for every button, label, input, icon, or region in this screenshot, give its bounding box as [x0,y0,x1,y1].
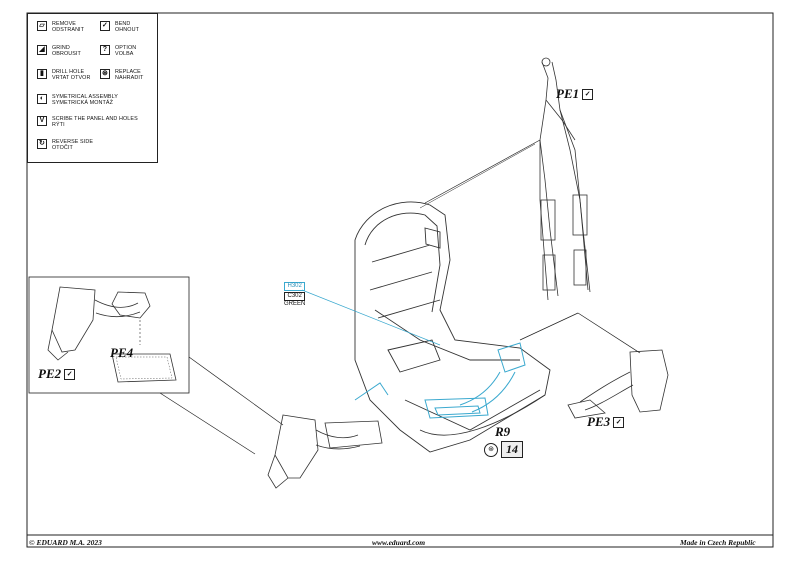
bend-icon: ✓ [100,21,110,31]
part-code: PE1 [556,86,580,101]
part-code: PE4 [110,345,134,360]
color-name: GREEN [284,301,306,307]
legend-label-cz: OBROUSIT [52,51,81,58]
part-label-pe2: PE2 ✓ [38,366,76,382]
remove-icon: ▱ [37,21,47,31]
legend-label: SCRIBE THE PANEL AND HOLES [52,116,138,122]
footer-website[interactable]: www.eduard.com [372,538,426,547]
legend-label-cz: RÝTI [52,122,65,129]
legend-label-cz: OHNOUT [115,27,139,34]
bend-icon: ✓ [64,368,76,380]
legend-label: BEND [115,21,131,27]
scribe-icon: V [37,116,47,126]
legend-label: DRILL HOLE [52,69,85,75]
legend-label-cz: OTOČIT [52,145,73,152]
legend-label-cz: SYMETRICKÁ MONTÁŽ [52,100,113,107]
legend-label: REVERSE SIDE [52,139,94,145]
replace-icon: ⊛ [484,442,498,457]
replace-icon: ⊛ [100,69,110,79]
legend-label-cz: ODSTRANIT [52,27,85,34]
legend-label-cz: NAHRADIT [115,75,144,82]
pe3-strap [567,349,669,419]
pe2-installed-strap [267,414,383,489]
part-code: PE2 [38,366,62,381]
r9-replace-callout: ⊛ 14 [484,441,523,458]
legend-label: GRIND [52,45,70,51]
symmetrical-icon: ◐ [37,94,47,104]
seat-body [354,201,551,453]
r9-part-number: 14 [501,441,523,458]
pe1-harness [539,57,591,301]
green-highlight-parts [301,289,526,419]
bend-icon: ✓ [582,88,594,100]
grind-icon: ◢ [37,45,47,55]
legend-label: SYMETRICAL ASSEMBLY [52,94,119,100]
detail-inset [28,276,284,455]
legend-label-cz: VOLBA [115,51,134,58]
legend-label-cz: VRTAT OTVOR [52,75,91,82]
legend-label: REMOVE [52,21,76,27]
bend-icon: ✓ [613,416,625,428]
color-code-c: C302 [284,292,306,301]
legend-label: OPTION [115,45,137,51]
part-label-pe1: PE1 ✓ [556,86,594,102]
legend-label: REPLACE [115,69,141,75]
part-label-r9: R9 [495,424,511,439]
footer-origin: Made in Czech Republic [680,538,756,547]
color-callout: H302 C302 GREEN [284,282,306,308]
part-label-pe4: PE4 [110,345,133,361]
drill-hole-icon: ▮ [37,69,47,79]
footer-copyright: © EDUARD M.A. 2023 [29,538,102,547]
reverse-icon: ↻ [37,139,47,149]
part-code: PE3 [587,414,611,429]
option-icon: ? [100,45,110,55]
color-code-h: H302 [284,282,306,291]
part-label-pe3: PE3 ✓ [587,414,625,430]
